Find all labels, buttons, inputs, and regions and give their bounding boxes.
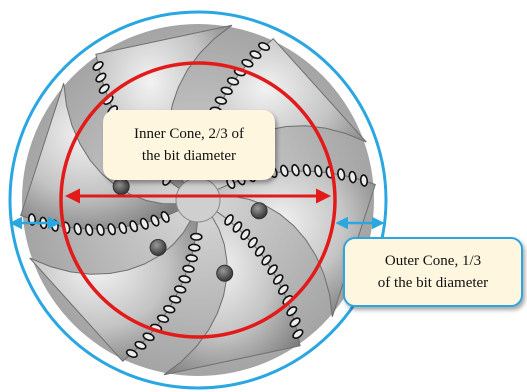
cutter bbox=[360, 175, 368, 187]
nozzle bbox=[113, 179, 129, 195]
cutter bbox=[189, 244, 200, 251]
outer-cone-callout: Outer Cone, 1/3 of the bit diameter bbox=[343, 237, 523, 307]
cutter bbox=[191, 233, 202, 240]
inner-callout-line1: Inner Cone, 2/3 of bbox=[134, 123, 244, 145]
nozzle bbox=[150, 240, 166, 256]
nozzle bbox=[217, 265, 233, 281]
outer-callout-line1: Outer Cone, 1/3 bbox=[378, 250, 488, 272]
nozzle bbox=[251, 203, 267, 219]
inner-cone-callout: Inner Cone, 2/3 of the bit diameter bbox=[103, 110, 275, 180]
outer-callout-line2: of the bit diameter bbox=[378, 272, 488, 294]
cutter bbox=[186, 254, 198, 262]
drill-bit-image bbox=[21, 24, 376, 376]
inner-callout-line2: the bit diameter bbox=[134, 145, 244, 167]
